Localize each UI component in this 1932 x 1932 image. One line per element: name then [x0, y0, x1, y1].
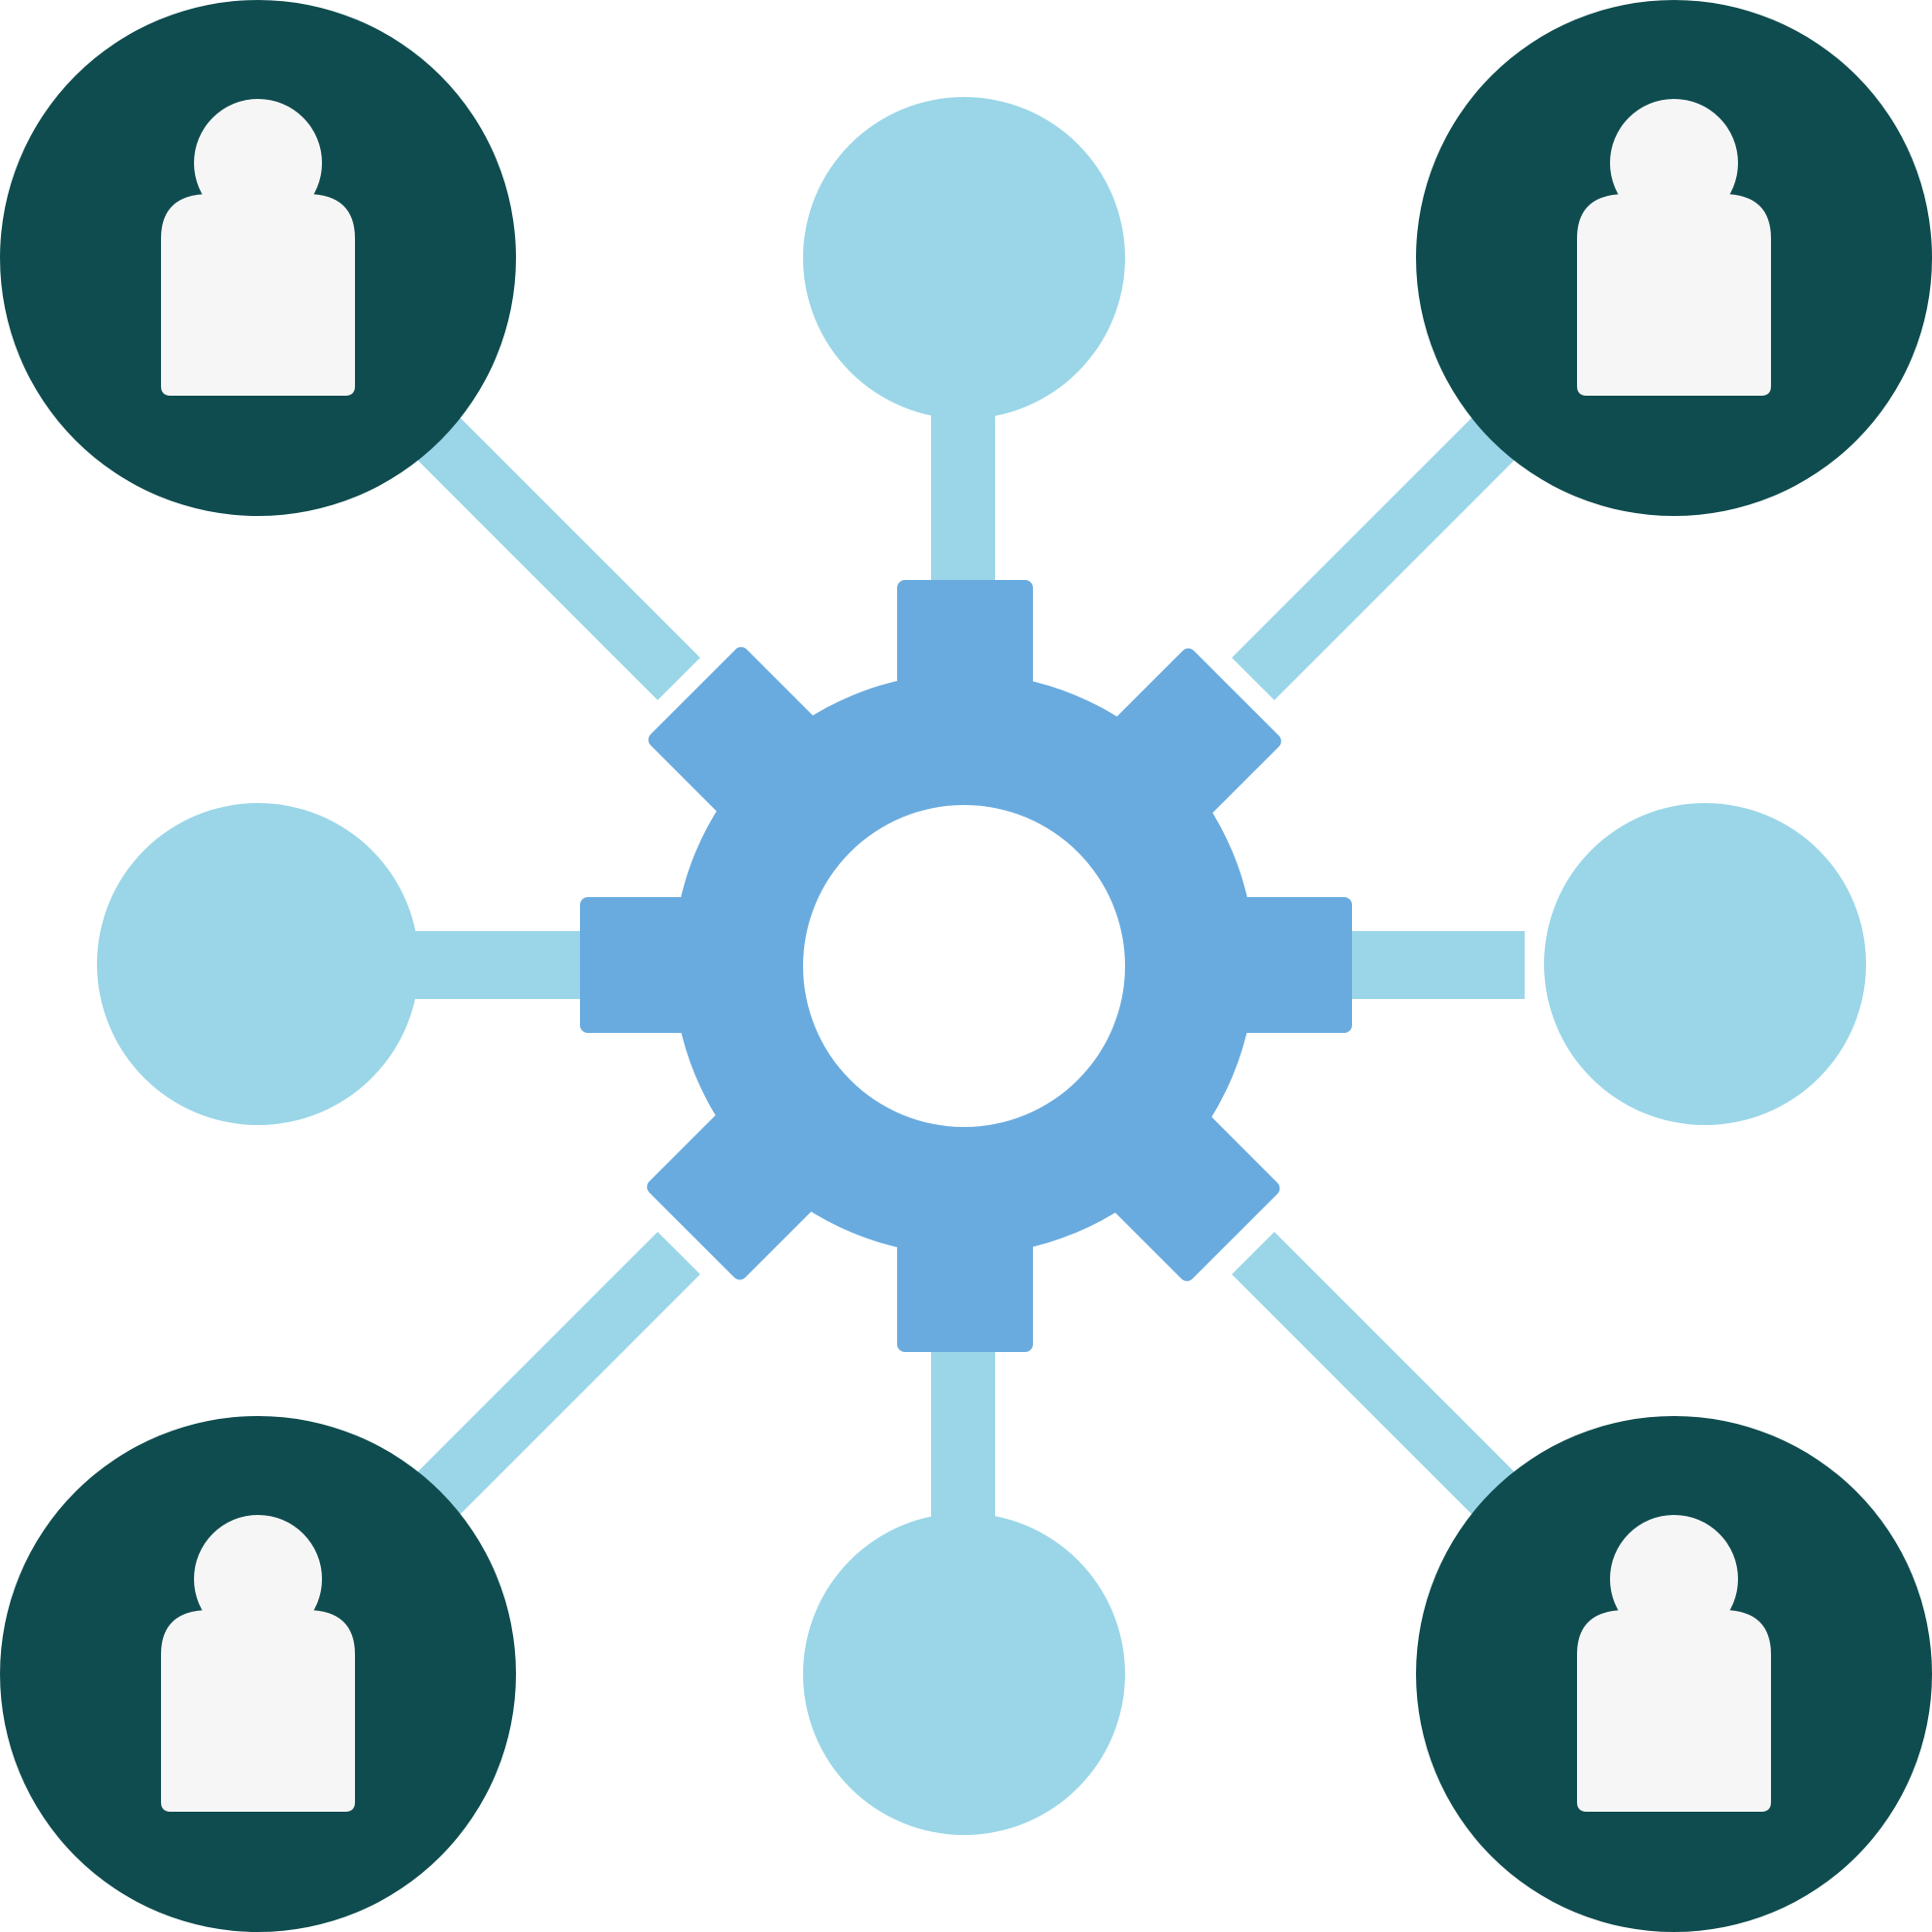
spokes [407, 407, 1525, 1525]
spoke-top-right [1232, 417, 1515, 700]
spoke-top [931, 407, 995, 601]
spoke-top-left [417, 417, 700, 700]
user-icon [1577, 1515, 1771, 1812]
user-node-bottom-right [1416, 1416, 1932, 1932]
node-circle-right [1544, 803, 1866, 1125]
gear-hole [803, 805, 1125, 1127]
spoke-bottom-left [417, 1232, 700, 1515]
node-circle-left [97, 803, 419, 1125]
node-circle-top [803, 97, 1125, 419]
spoke-left [407, 931, 601, 999]
gear-icon [580, 580, 1352, 1352]
user-node-top-right [1416, 0, 1932, 516]
node-circle-bottom [803, 1513, 1125, 1835]
user-icon [161, 1515, 355, 1812]
user-icon [161, 99, 355, 396]
user-icon [1577, 99, 1771, 396]
spoke-right [1331, 931, 1525, 999]
edge-nodes [97, 97, 1866, 1835]
spoke-bottom [931, 1331, 995, 1525]
user-node-bottom-left [0, 1416, 516, 1932]
user-node-top-left [0, 0, 516, 516]
spoke-bottom-right [1232, 1232, 1515, 1515]
